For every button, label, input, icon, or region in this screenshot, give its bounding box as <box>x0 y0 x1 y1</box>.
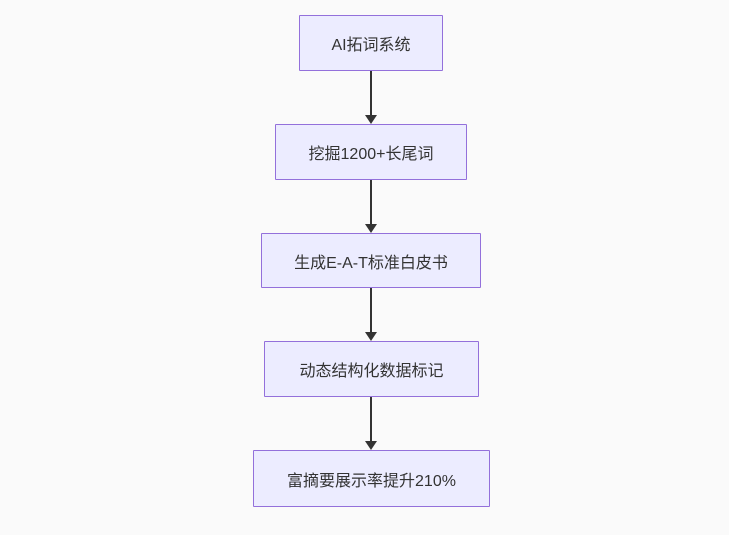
arrow-head-icon <box>365 115 377 124</box>
arrow-head-icon <box>365 332 377 341</box>
flow-arrow-2 <box>365 180 377 233</box>
arrow-line <box>370 180 372 224</box>
flow-arrow-1 <box>365 71 377 124</box>
arrow-head-icon <box>365 224 377 233</box>
flow-arrow-3 <box>365 288 377 341</box>
flow-node-label: 挖掘1200+长尾词 <box>308 146 434 163</box>
flow-node-structured-data-markup: 动态结构化数据标记 <box>264 341 479 397</box>
arrow-line <box>370 71 372 115</box>
flow-node-label: 动态结构化数据标记 <box>299 363 444 380</box>
arrow-head-icon <box>365 441 377 450</box>
flow-node-rich-snippet-rate: 富摘要展示率提升210% <box>253 450 490 507</box>
flow-node-longtail-mining: 挖掘1200+长尾词 <box>275 124 467 180</box>
arrow-line <box>370 288 372 332</box>
flow-node-label: 富摘要展示率提升210% <box>287 472 456 490</box>
flow-node-ai-keyword-system: AI拓词系统 <box>299 15 443 71</box>
flow-node-label: 生成E-A-T标准白皮书 <box>294 254 448 272</box>
flow-node-eat-whitepaper: 生成E-A-T标准白皮书 <box>261 233 481 288</box>
flow-node-label: AI拓词系统 <box>331 37 411 54</box>
arrow-line <box>370 397 372 441</box>
flow-arrow-4 <box>365 397 377 450</box>
